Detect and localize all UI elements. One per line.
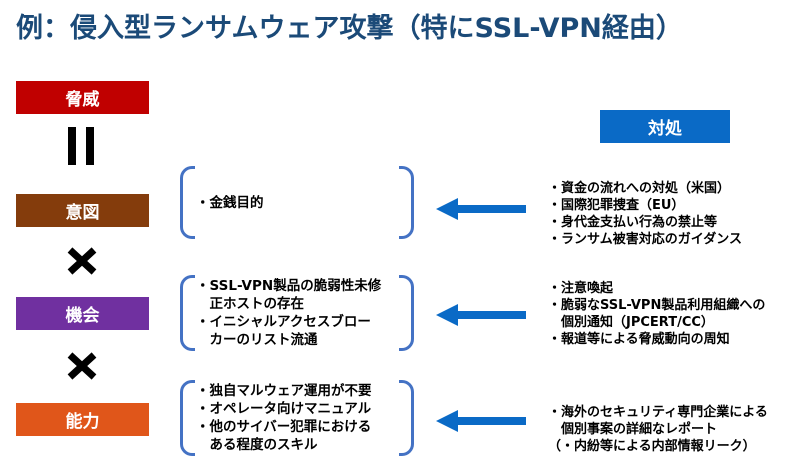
factor-item: 正ホストの存在 <box>196 296 304 312</box>
equals-icon <box>68 127 98 165</box>
bracket-right <box>399 166 414 239</box>
multiply-icon <box>67 247 97 275</box>
label-capability-text: 能力 <box>65 412 100 432</box>
measure-item: ・資金の流れへの対処（米国） <box>548 181 731 196</box>
measures-header: 対処 <box>600 110 730 143</box>
measure-item: ・報道等による脅威動向の周知 <box>548 332 730 347</box>
factor-item: ・他のサイバー犯罪における <box>196 419 372 435</box>
bracket-right <box>399 380 414 456</box>
bracket-left <box>180 380 195 456</box>
bracket-left <box>180 166 195 239</box>
factor-item: ・イニシャルアクセスブロー <box>196 314 371 330</box>
factor-item: カーのリスト流通 <box>196 332 318 348</box>
measure-item: （・内紛等による内部情報リーク） <box>548 439 756 454</box>
factor-list-intent: ・金銭目的 <box>196 194 400 212</box>
factor-item: ある程度のスキル <box>196 437 318 453</box>
label-threat-text: 脅威 <box>65 90 100 110</box>
factor-item: ・オペレータ向けマニュアル <box>196 401 372 417</box>
factor-list-capability: ・独自マルウェア運用が不要 ・オペレータ向けマニュアル ・他のサイバー犯罪におけ… <box>196 382 400 454</box>
measures-list-capability: ・海外のセキュリティ専門企業による 個別事案の詳細なレポート （・内紛等による内… <box>548 404 768 455</box>
factor-box-opportunity: ・SSL-VPN製品の脆弱性未修 正ホストの存在 ・イニシャルアクセスブロー カ… <box>180 275 414 351</box>
measure-item: 個別通知（JPCERT/CC） <box>548 315 714 330</box>
label-opportunity: 機会 <box>16 297 149 330</box>
factor-box-capability: ・独自マルウェア運用が不要 ・オペレータ向けマニュアル ・他のサイバー犯罪におけ… <box>180 380 414 456</box>
arrow-left-icon <box>436 304 526 326</box>
factor-list-opportunity: ・SSL-VPN製品の脆弱性未修 正ホストの存在 ・イニシャルアクセスブロー カ… <box>196 277 400 349</box>
bracket-left <box>180 275 195 351</box>
measure-item: ・国際犯罪捜査（EU） <box>548 198 685 213</box>
measures-list-intent: ・資金の流れへの対処（米国） ・国際犯罪捜査（EU） ・身代金支払い行為の禁止等… <box>548 180 742 248</box>
factor-item: ・金銭目的 <box>196 195 264 211</box>
label-intent-text: 意図 <box>65 203 100 223</box>
multiply-icon <box>67 352 97 380</box>
label-opportunity-text: 機会 <box>65 306 100 326</box>
measure-item: 個別事案の詳細なレポート <box>548 422 718 437</box>
arrow-left-icon <box>436 410 526 432</box>
measure-item: ・海外のセキュリティ専門企業による <box>548 405 768 420</box>
label-threat: 脅威 <box>16 81 149 114</box>
factor-item: ・独自マルウェア運用が不要 <box>196 383 372 399</box>
measure-item: ・ランサム被害対応のガイダンス <box>548 232 742 247</box>
factor-box-intent: ・金銭目的 <box>180 166 414 239</box>
measure-item: ・注意喚起 <box>548 281 614 296</box>
factor-item: ・SSL-VPN製品の脆弱性未修 <box>196 278 382 294</box>
measure-item: ・身代金支払い行為の禁止等 <box>548 215 718 230</box>
page-title: 例：侵入型ランサムウェア攻撃（特にSSL-VPN経由） <box>16 13 683 44</box>
label-intent: 意図 <box>16 194 149 227</box>
label-capability: 能力 <box>16 403 149 436</box>
measures-header-text: 対処 <box>648 119 682 139</box>
arrow-left-icon <box>436 198 526 220</box>
measure-item: ・脆弱なSSL-VPN製品利用組織への <box>548 298 766 313</box>
measures-list-opportunity: ・注意喚起 ・脆弱なSSL-VPN製品利用組織への 個別通知（JPCERT/CC… <box>548 280 765 348</box>
bracket-right <box>399 275 414 351</box>
